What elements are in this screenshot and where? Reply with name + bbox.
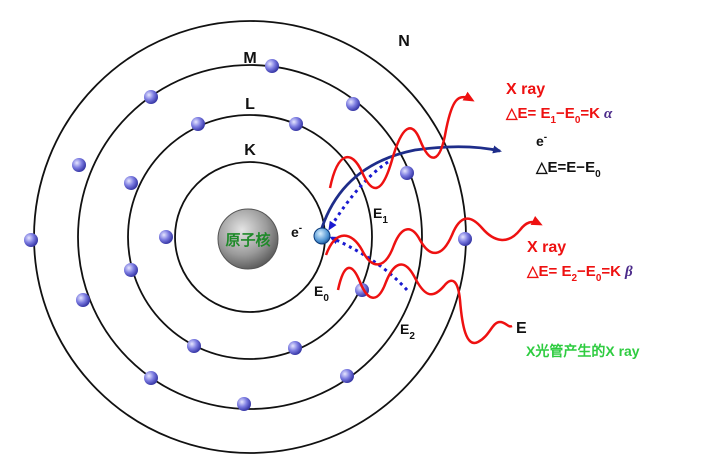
- nucleus: [217, 208, 279, 270]
- electron: [144, 371, 158, 385]
- shell-label-k: K: [244, 142, 256, 159]
- electron: [24, 233, 38, 247]
- transition-e1-to-e0: [328, 160, 389, 231]
- ejected-electron-label: e-: [536, 132, 547, 149]
- electron: [288, 341, 302, 355]
- electron: [124, 176, 138, 190]
- level-e2-label: E2: [400, 321, 415, 342]
- shell-label-l: L: [245, 96, 255, 113]
- electron: [76, 293, 90, 307]
- ejected-energy-formula: △E=E−E0: [535, 159, 601, 180]
- nucleus-label: 原子核: [225, 231, 270, 249]
- electron: [187, 339, 201, 353]
- electron: [191, 117, 205, 131]
- electrons-l-shell: [124, 117, 369, 355]
- incident-energy-label: E: [516, 320, 527, 337]
- electrons-m-shell: [72, 59, 414, 411]
- electrons-n-shell: [24, 232, 472, 247]
- transition-e2-to-e0: [329, 236, 409, 292]
- electron: [237, 397, 251, 411]
- ejected-electron-arrow: [318, 145, 502, 235]
- electron: [289, 117, 303, 131]
- electron: [458, 232, 472, 246]
- electron: [265, 59, 279, 73]
- xray-beta-title: X ray: [527, 239, 566, 256]
- electron: [124, 263, 138, 277]
- incident-caption: X光管产生的X ray: [526, 343, 640, 359]
- xray-beta-wave: [324, 215, 543, 266]
- electron-label: e-: [291, 223, 302, 240]
- shell-label-m: M: [243, 50, 256, 67]
- electron: [346, 97, 360, 111]
- electron: [144, 90, 158, 104]
- electron: [159, 230, 173, 244]
- vacancy-electron: [313, 227, 331, 245]
- level-e1-label: E1: [373, 205, 388, 226]
- orbit-l: [127, 114, 373, 360]
- electron: [400, 166, 414, 180]
- xray-alpha-wave: [328, 91, 475, 190]
- shell-label-n: N: [398, 33, 410, 50]
- incident-xray-wave: [336, 263, 513, 345]
- level-e0-label: E0: [314, 283, 329, 304]
- electron: [340, 369, 354, 383]
- electron: [72, 158, 86, 172]
- orbit-m: [77, 64, 423, 410]
- xray-alpha-title: X ray: [506, 81, 545, 98]
